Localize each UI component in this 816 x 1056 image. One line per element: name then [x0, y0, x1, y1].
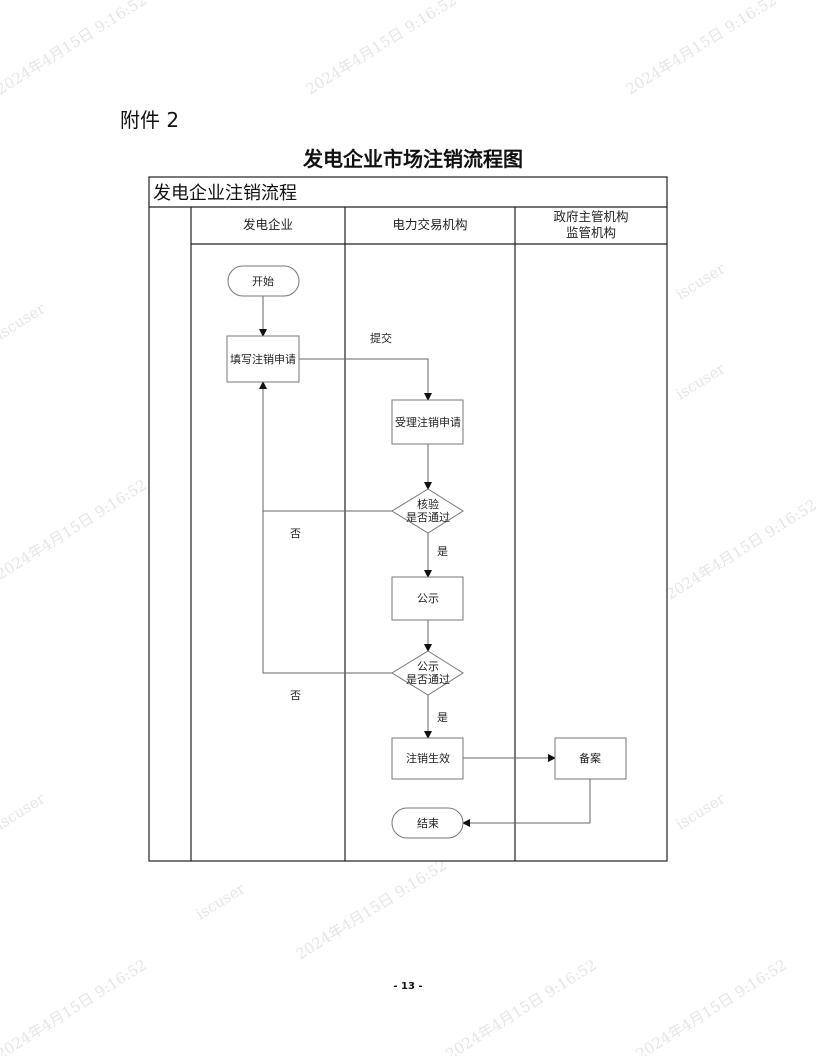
lane-header-government: 政府主管机构	[553, 209, 628, 224]
fill-application-label: 填写注销申请	[230, 352, 296, 366]
document-title: 发电企业市场注销流程图	[302, 147, 523, 171]
watermark-date: 2024年4月15日 9:16:52	[0, 0, 150, 98]
connectors	[259, 296, 591, 827]
swimlane-table	[148, 176, 668, 862]
attachment-label: 附件 2	[120, 108, 179, 132]
watermark-user: iscuser	[673, 259, 729, 303]
end-terminator	[391, 807, 464, 839]
accept-application-label: 受理注销申请	[395, 415, 461, 429]
watermark-date: 2024年4月15日 9:16:52	[443, 956, 600, 1056]
watermark-user: iscuser	[0, 299, 49, 343]
publicize-check-label-2: 是否通过	[406, 673, 450, 686]
submit-label: 提交	[370, 331, 392, 345]
arrow-filing-to-end	[462, 779, 591, 827]
verify-decision	[391, 488, 464, 534]
arrow-submit	[299, 358, 432, 401]
accept-application-box	[391, 399, 464, 445]
no-label-2: 否	[290, 689, 301, 702]
watermark-date: 2024年4月15日 9:16:52	[633, 956, 790, 1056]
watermark-date: 2024年4月15日 9:16:52	[0, 956, 150, 1056]
watermark-user: iscuser	[193, 879, 249, 923]
publicize-check-label-1: 公示	[417, 660, 439, 673]
yes-label-2: 是	[437, 711, 448, 724]
start-terminator	[227, 265, 300, 297]
flowchart-title: 发电企业注销流程	[153, 183, 297, 204]
fill-application-box	[226, 335, 300, 383]
filing-label: 备案	[579, 751, 601, 765]
lane-header-exchange: 电力交易机构	[392, 217, 467, 232]
verify-label-2: 是否通过	[406, 511, 450, 524]
arrow-verify-no	[259, 381, 392, 512]
lane-header-regulator: 监管机构	[566, 225, 616, 240]
verify-label-1: 核验	[417, 497, 439, 511]
publicize-box	[391, 576, 464, 621]
publicize-decision	[391, 650, 464, 696]
watermark-user: iscuser	[673, 789, 729, 833]
no-label-1: 否	[290, 527, 301, 540]
watermark-user: iscuser	[0, 789, 49, 833]
watermark-user: iscuser	[673, 359, 729, 403]
deregistration-effective-label: 注销生效	[406, 751, 450, 765]
yes-label-1: 是	[437, 545, 448, 558]
lane-header-generator: 发电企业	[243, 217, 293, 232]
start-label: 开始	[252, 274, 274, 288]
deregistration-effective-box	[391, 737, 464, 780]
page-number: - 13 -	[393, 981, 422, 992]
publicize-label: 公示	[417, 592, 439, 605]
arrow-publicize-no	[262, 511, 392, 674]
end-label: 结束	[417, 817, 439, 830]
watermark-date: 2024年4月15日 9:16:52	[663, 496, 816, 604]
watermark-date: 2024年4月15日 9:16:52	[623, 0, 780, 98]
watermark-date: 2024年4月15日 9:16:52	[303, 0, 460, 98]
watermark-date: 2024年4月15日 9:16:52	[0, 476, 150, 584]
filing-box	[554, 737, 627, 780]
watermark-date: 2024年4月15日 9:16:52	[293, 856, 450, 964]
